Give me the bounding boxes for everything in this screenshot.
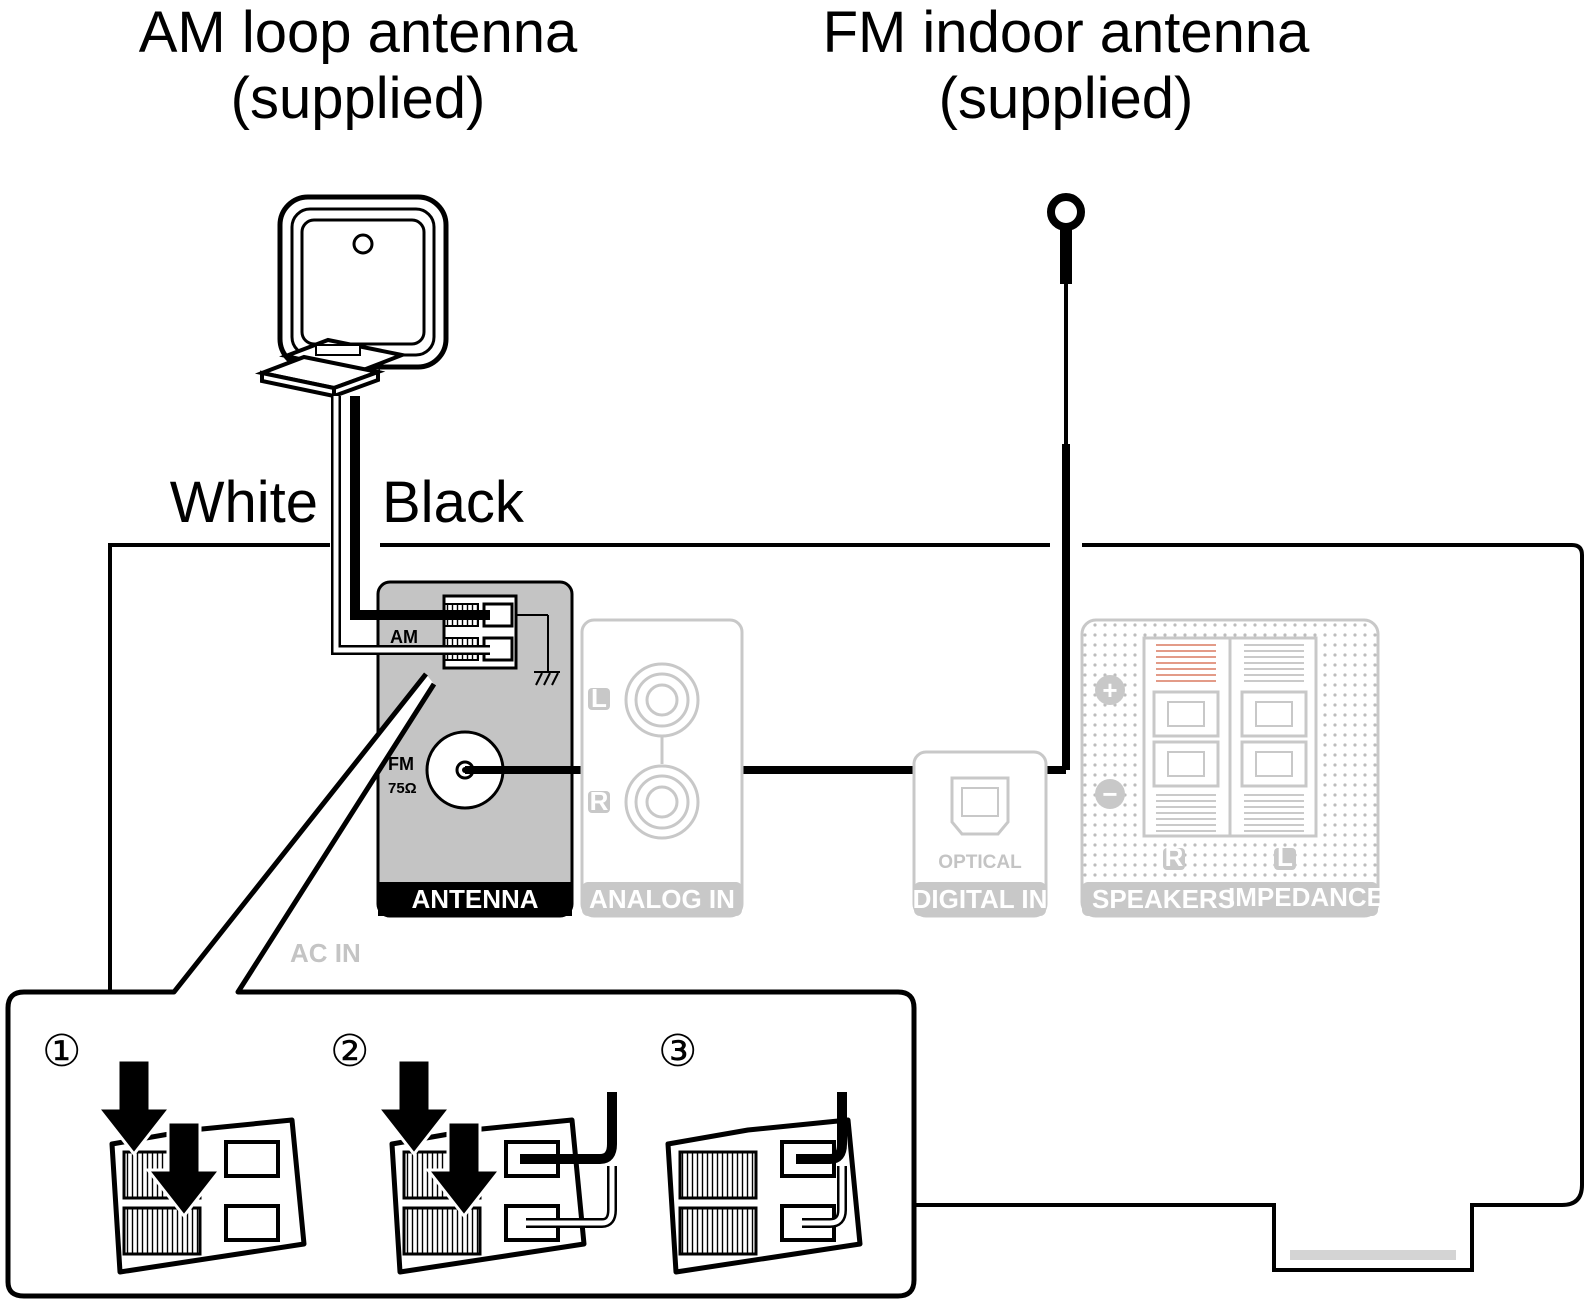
step-3-terminal xyxy=(665,1117,863,1275)
speaker-l-label: L xyxy=(1277,842,1293,872)
speaker-r-minus-terminal[interactable] xyxy=(1156,790,1216,832)
am-antenna-supplied: (supplied) xyxy=(231,66,486,131)
step-2-black-wire xyxy=(520,1092,617,1164)
plus-icon: + xyxy=(1102,675,1117,705)
black-wire-label: Black xyxy=(382,470,525,535)
fm-antenna-supplied: (supplied) xyxy=(939,66,1194,131)
speaker-r-label: R xyxy=(1165,842,1184,872)
speaker-r-plus-terminal[interactable] xyxy=(1156,644,1216,686)
analog-l-label: L xyxy=(591,683,607,713)
fm-antenna-icon xyxy=(1047,193,1085,770)
step-1-terminal xyxy=(109,1117,307,1275)
antenna-label: ANTENNA xyxy=(411,884,538,914)
analog-in-panel: ANALOG IN L R xyxy=(580,618,744,918)
step-1-marker: ① xyxy=(42,1026,81,1077)
speakers-panel: SPEAKERS IMPEDANCE:6~16Ω + − R L xyxy=(1080,618,1472,918)
fm-label: FM xyxy=(388,754,414,774)
analog-jack-r[interactable] xyxy=(624,764,700,840)
am-black-wire xyxy=(350,396,490,620)
am-terminal-label: AM xyxy=(390,627,418,647)
speakers-label: SPEAKERS xyxy=(1092,884,1235,914)
digital-in-label: DIGITAL IN xyxy=(913,884,1048,914)
ac-in-label: AC IN xyxy=(290,938,361,968)
device-rear-outline xyxy=(108,543,1584,1272)
step-3-black-wire xyxy=(796,1092,847,1164)
speaker-l-minus-terminal[interactable] xyxy=(1244,790,1304,832)
impedance-label: IMPEDANCE:6~16Ω xyxy=(1228,882,1472,912)
minus-icon: − xyxy=(1102,779,1117,809)
white-wire-label: White xyxy=(170,470,318,535)
analog-r-label: R xyxy=(590,786,609,816)
fm-impedance-label: 75Ω xyxy=(388,780,417,797)
device-foot xyxy=(1290,1250,1456,1260)
step-2-press-arrow-icon xyxy=(374,1058,504,1219)
am-antenna-title: AM loop antenna xyxy=(139,0,578,65)
speaker-l-plus-terminal[interactable] xyxy=(1244,644,1304,686)
optical-label: OPTICAL xyxy=(938,852,1022,873)
step-1-press-arrow-icon xyxy=(94,1058,224,1219)
analog-jack-l[interactable] xyxy=(624,662,700,738)
step-3-marker: ③ xyxy=(658,1026,697,1077)
am-loop-antenna-icon xyxy=(254,194,449,399)
fm-antenna-title: FM indoor antenna xyxy=(823,0,1311,65)
digital-in-panel: DIGITAL IN OPTICAL xyxy=(912,750,1048,918)
analog-in-label: ANALOG IN xyxy=(589,884,735,914)
step-2-marker: ② xyxy=(330,1026,369,1077)
